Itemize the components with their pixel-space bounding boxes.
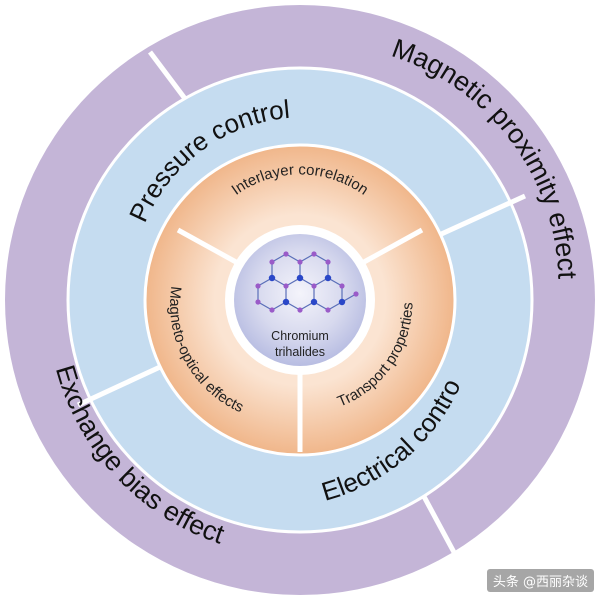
lattice-atoms (255, 251, 359, 313)
center-label-line2: trihalides (275, 345, 325, 359)
inner-divider-left (176, 227, 238, 265)
watermark: 头条 @西丽杂谈 (486, 569, 594, 592)
inner-divider-right (362, 227, 424, 265)
center-label-line1: Chromium (271, 329, 329, 343)
center-circle (234, 234, 366, 366)
